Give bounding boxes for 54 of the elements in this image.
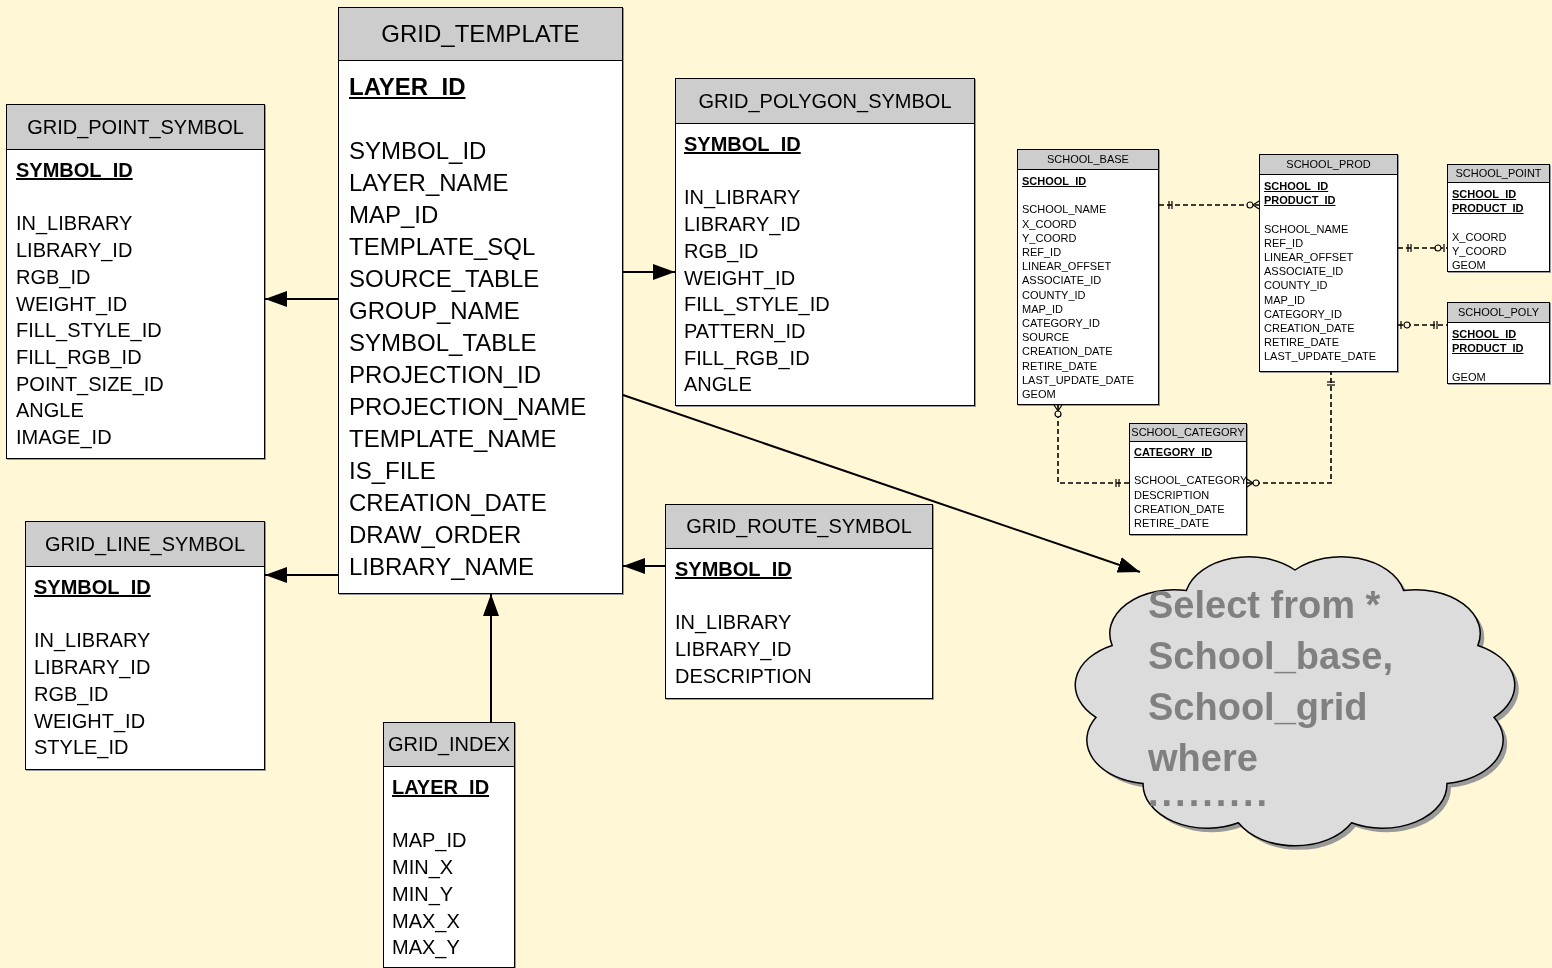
entity-table xyxy=(675,78,975,406)
arrow xyxy=(622,264,676,280)
field-list: SCHOOL_NAME REF_ID LINEAR_OFFSET ASSOCIATE_ID COUNTY_ID MAP_ID CATEGORY_ID CREATION_DATE RETIRE_DATE LAST_UPDATE_DATE xyxy=(1264,221,1377,364)
entity-table xyxy=(665,504,933,699)
relationship-line xyxy=(1158,200,1260,210)
field-list: GEOM xyxy=(1452,369,1486,384)
primary-key: LAYER_ID xyxy=(349,71,466,103)
entity-table xyxy=(1017,149,1159,405)
table-name: SCHOOL_PROD xyxy=(1286,157,1371,172)
table-name: GRID_INDEX xyxy=(387,732,511,758)
primary-key: CATEGORY_ID xyxy=(1134,445,1213,460)
table-name: GRID_TEMPLATE xyxy=(381,19,580,49)
entity-table xyxy=(1447,302,1550,384)
field-list: SYMBOL_ID LAYER_NAME MAP_ID TEMPLATE_SQL SOURCE_TABLE GROUP_NAME SYMBOL_TABLE PROJECTION_ID PROJECTION_NAME TEMPLATE_NAME IS_FILE CREATION_DATE DRAW_ORDER LIBRARY_NAME xyxy=(349,135,587,583)
primary-key: SCHOOL_ID PRODUCT_ID xyxy=(1264,179,1336,208)
primary-key: SCHOOL_ID PRODUCT_ID xyxy=(1452,187,1524,216)
table-name: SCHOOL_BASE xyxy=(1047,152,1129,167)
entity-table xyxy=(1129,423,1247,535)
primary-key: SYMBOL_ID xyxy=(675,556,792,583)
entity-table xyxy=(25,521,265,770)
field-list: SCHOOL_NAME X_COORD Y_COORD REF_ID LINEAR_OFFSET ASSOCIATE_ID COUNTY_ID MAP_ID CATEGORY_ID SOURCE CREATION_DATE RETIRE_DATE LAST_UPDATE_DATE GEOM xyxy=(1022,202,1135,402)
entity-table xyxy=(6,104,265,459)
field-list: IN_LIBRARY LIBRARY_ID DESCRIPTION xyxy=(675,609,812,690)
table-name: GRID_LINE_SYMBOL xyxy=(44,531,246,558)
primary-key: SYMBOL_ID xyxy=(34,574,151,601)
field-list: IN_LIBRARY LIBRARY_ID RGB_ID WEIGHT_ID FILL_STYLE_ID PATTERN_ID FILL_RGB_ID ANGLE xyxy=(684,184,830,398)
arrow xyxy=(622,558,666,574)
primary-key: SCHOOL_ID xyxy=(1022,174,1087,189)
primary-key: SYMBOL_ID xyxy=(684,131,801,158)
primary-key: SCHOOL_ID PRODUCT_ID xyxy=(1452,327,1524,356)
entity-table xyxy=(338,7,623,594)
arrow xyxy=(622,394,1141,573)
table-name: GRID_POLYGON_SYMBOL xyxy=(698,88,952,115)
entity-table xyxy=(1447,164,1550,272)
table-name: GRID_ROUTE_SYMBOL xyxy=(686,514,912,540)
table-name: GRID_POINT_SYMBOL xyxy=(27,114,244,141)
field-list: MAP_ID MIN_X MIN_Y MAX_X MAX_Y xyxy=(392,827,467,961)
arrow xyxy=(483,593,499,723)
entity-table xyxy=(383,722,515,968)
table-name: SCHOOL_CATEGORY xyxy=(1131,425,1245,440)
primary-key: LAYER_ID xyxy=(392,774,490,801)
primary-key: SYMBOL_ID xyxy=(16,157,133,184)
relationship-line xyxy=(1246,371,1336,488)
field-list: IN_LIBRARY LIBRARY_ID RGB_ID WEIGHT_ID FILL_STYLE_ID FILL_RGB_ID POINT_SIZE_ID ANGLE IMAGE_ID xyxy=(16,210,164,451)
entity-table xyxy=(1259,154,1398,372)
field-list: SCHOOL_CATEGORY DESCRIPTION CREATION_DATE RETIRE_DATE xyxy=(1134,473,1248,531)
arrow xyxy=(264,567,339,583)
relationship-line xyxy=(1053,404,1130,488)
field-list: X_COORD Y_COORD GEOM xyxy=(1452,229,1507,273)
relationship-line xyxy=(1397,243,1448,253)
table-name: SCHOOL_POINT xyxy=(1455,166,1542,181)
field-list: IN_LIBRARY LIBRARY_ID RGB_ID WEIGHT_ID STYLE_ID xyxy=(34,627,151,761)
table-name: SCHOOL_POLY xyxy=(1457,305,1540,320)
arrow xyxy=(264,291,339,307)
